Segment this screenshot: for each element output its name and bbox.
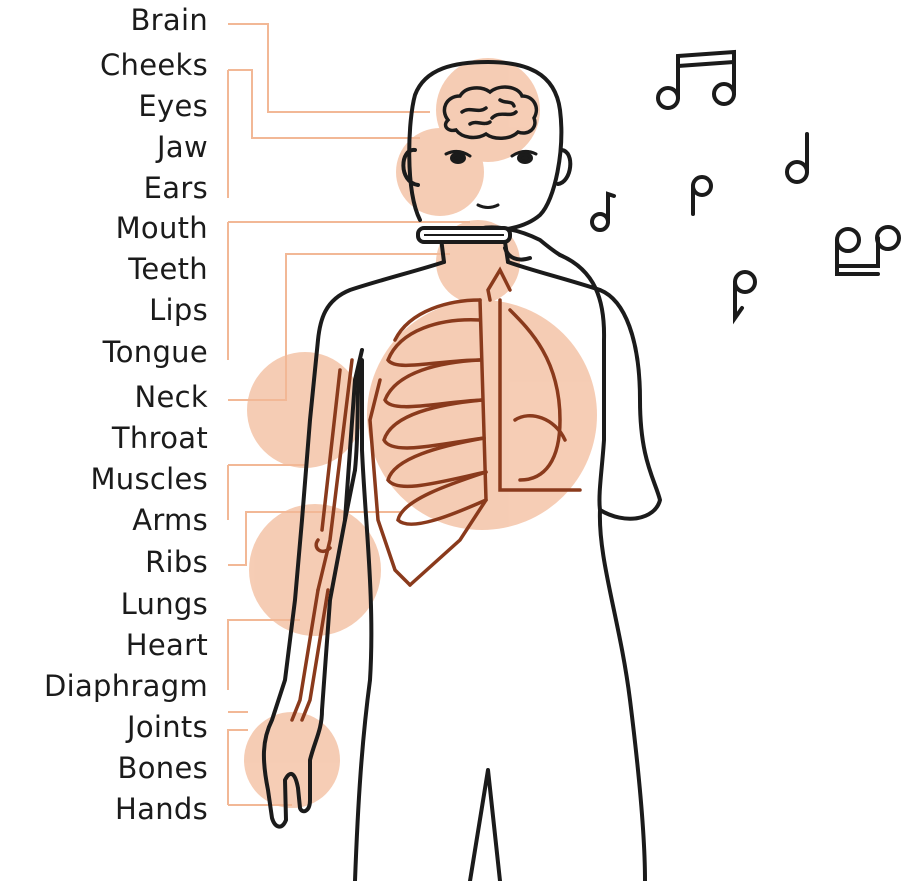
music-note-icon	[592, 194, 614, 230]
music-note-icon	[735, 272, 755, 318]
leg-gap	[470, 770, 500, 881]
music-note-icon	[658, 52, 734, 108]
highlight-areas	[244, 58, 597, 808]
right-eye	[519, 154, 531, 162]
torso-right	[600, 290, 660, 881]
music-notes	[592, 52, 899, 318]
hand-highlight	[244, 712, 340, 808]
mouth-line	[478, 205, 498, 208]
music-note-icon	[787, 134, 807, 182]
left-eye	[452, 154, 464, 162]
brain-leader	[228, 24, 430, 112]
harmonica-icon	[418, 228, 510, 242]
cheeks-leader	[228, 70, 420, 138]
music-note-icon	[693, 177, 711, 214]
music-note-icon	[837, 227, 899, 274]
